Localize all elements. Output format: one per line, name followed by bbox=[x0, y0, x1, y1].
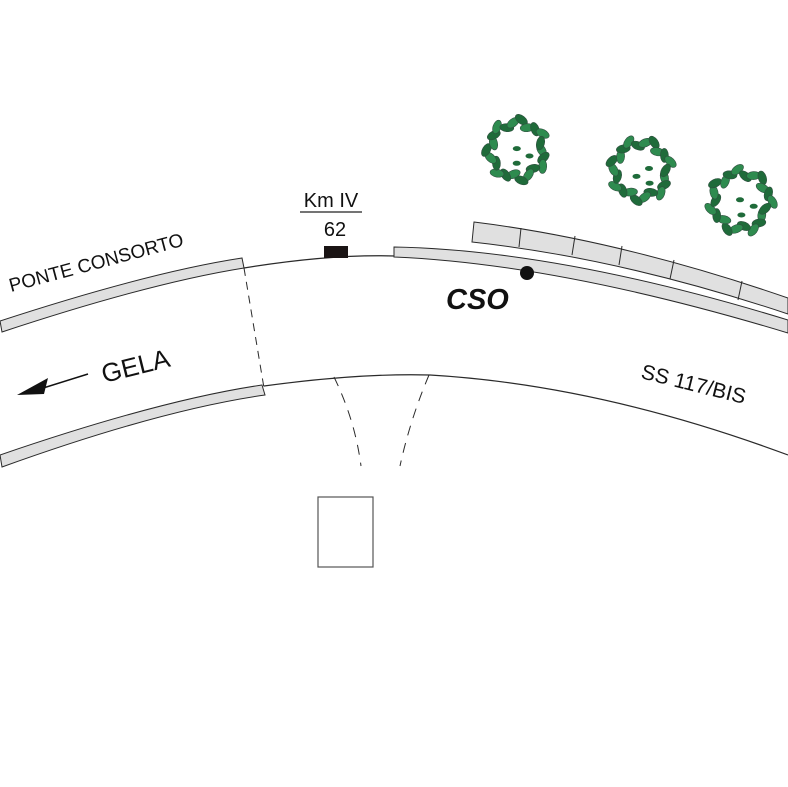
tree-leaf bbox=[632, 173, 641, 179]
tree-icon bbox=[605, 135, 677, 206]
station-dot-icon bbox=[520, 266, 534, 280]
road-bottom-edge bbox=[263, 374, 788, 456]
segmented-wall bbox=[471, 221, 788, 315]
tree-leaf bbox=[512, 160, 521, 166]
km-marker-icon bbox=[324, 246, 348, 258]
direction-arrow-icon bbox=[17, 373, 89, 395]
km-value: 62 bbox=[324, 219, 346, 241]
tree-icon bbox=[481, 114, 550, 186]
direction-label: GELA bbox=[98, 343, 173, 389]
road-label: SS 117/BIS bbox=[639, 361, 748, 409]
km-title: Km IV bbox=[304, 190, 359, 212]
tree-leaf bbox=[758, 202, 772, 215]
tree-leaf bbox=[736, 197, 744, 203]
bridge-end-dashed-line bbox=[243, 267, 265, 389]
bridge-barrier-bottom bbox=[0, 384, 266, 468]
tree-leaf bbox=[645, 180, 654, 186]
tree-leaf bbox=[749, 203, 758, 209]
side-road-dashed-left bbox=[333, 376, 362, 467]
guardrail-right bbox=[393, 246, 788, 334]
tree-leaf bbox=[535, 135, 546, 151]
tree-leaf bbox=[525, 153, 534, 159]
tree-leaf bbox=[645, 166, 653, 171]
station-label: CSO bbox=[446, 284, 509, 316]
building bbox=[317, 496, 374, 568]
side-road-dashed-right bbox=[399, 374, 430, 467]
bridge-label: PONTE CONSORTO bbox=[7, 230, 186, 297]
road-top-edge bbox=[243, 255, 396, 269]
tree-leaf bbox=[512, 146, 521, 152]
tree-icon bbox=[704, 164, 778, 237]
tree-leaf bbox=[737, 212, 746, 218]
tree-leaf bbox=[660, 163, 671, 178]
